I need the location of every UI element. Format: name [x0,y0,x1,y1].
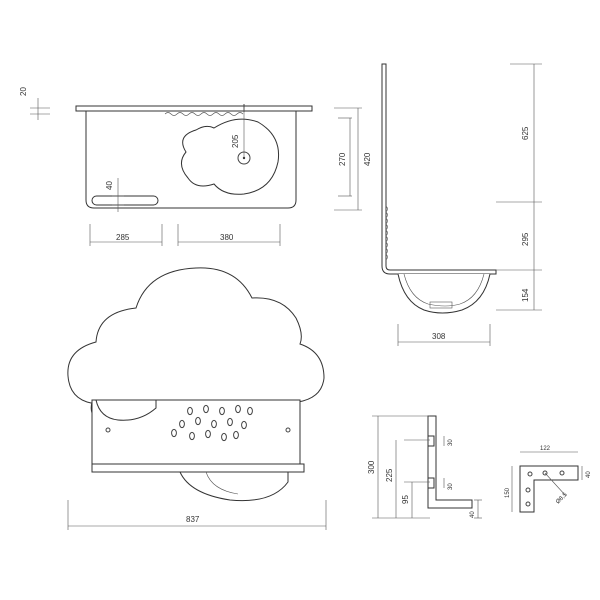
bracket-depth-label: 150 [505,487,511,498]
bracket-corner-label: 40 [586,471,592,478]
bracket-hole-label: Ø8,5 [555,492,569,506]
bracket-total-height-label: 300 [367,460,376,474]
foot-label: 40 [470,511,476,518]
basin-depth-label: 205 [231,134,240,148]
front-view: 837 [67,267,327,530]
basin-outline [181,118,280,195]
side-depth-dims: 270 420 [334,107,372,211]
bracket-lower-label: 95 [401,495,410,504]
basin-width-label: 380 [220,233,234,242]
overall-width-label: 837 [186,515,200,524]
outer-depth-label: 420 [363,152,372,166]
slot-width-label: 40 [105,181,114,190]
bracket-side-view: 300 225 95 30 30 40 [367,415,482,519]
inner-depth-label: 270 [338,152,347,166]
upper-height-label: 625 [521,126,530,140]
pin-upper-label: 30 [448,439,454,446]
section-view: 625 295 154 308 [381,63,542,346]
basin-height-label: 154 [521,288,530,302]
middle-height-label: 295 [521,232,530,246]
bracket-plan-view: 122 150 40 Ø8,5 [505,446,592,513]
thickness-label: 20 [19,87,28,96]
bracket-upper-label: 225 [385,468,394,482]
thickness-indicator: 20 [19,87,50,120]
section-basin-width-label: 308 [432,332,446,341]
droplet-pattern [171,404,253,442]
bracket-width-label: 122 [540,446,551,452]
left-offset-label: 285 [116,233,130,242]
top-view: 205 40 285 380 [75,104,313,246]
pin-lower-label: 30 [448,483,454,490]
